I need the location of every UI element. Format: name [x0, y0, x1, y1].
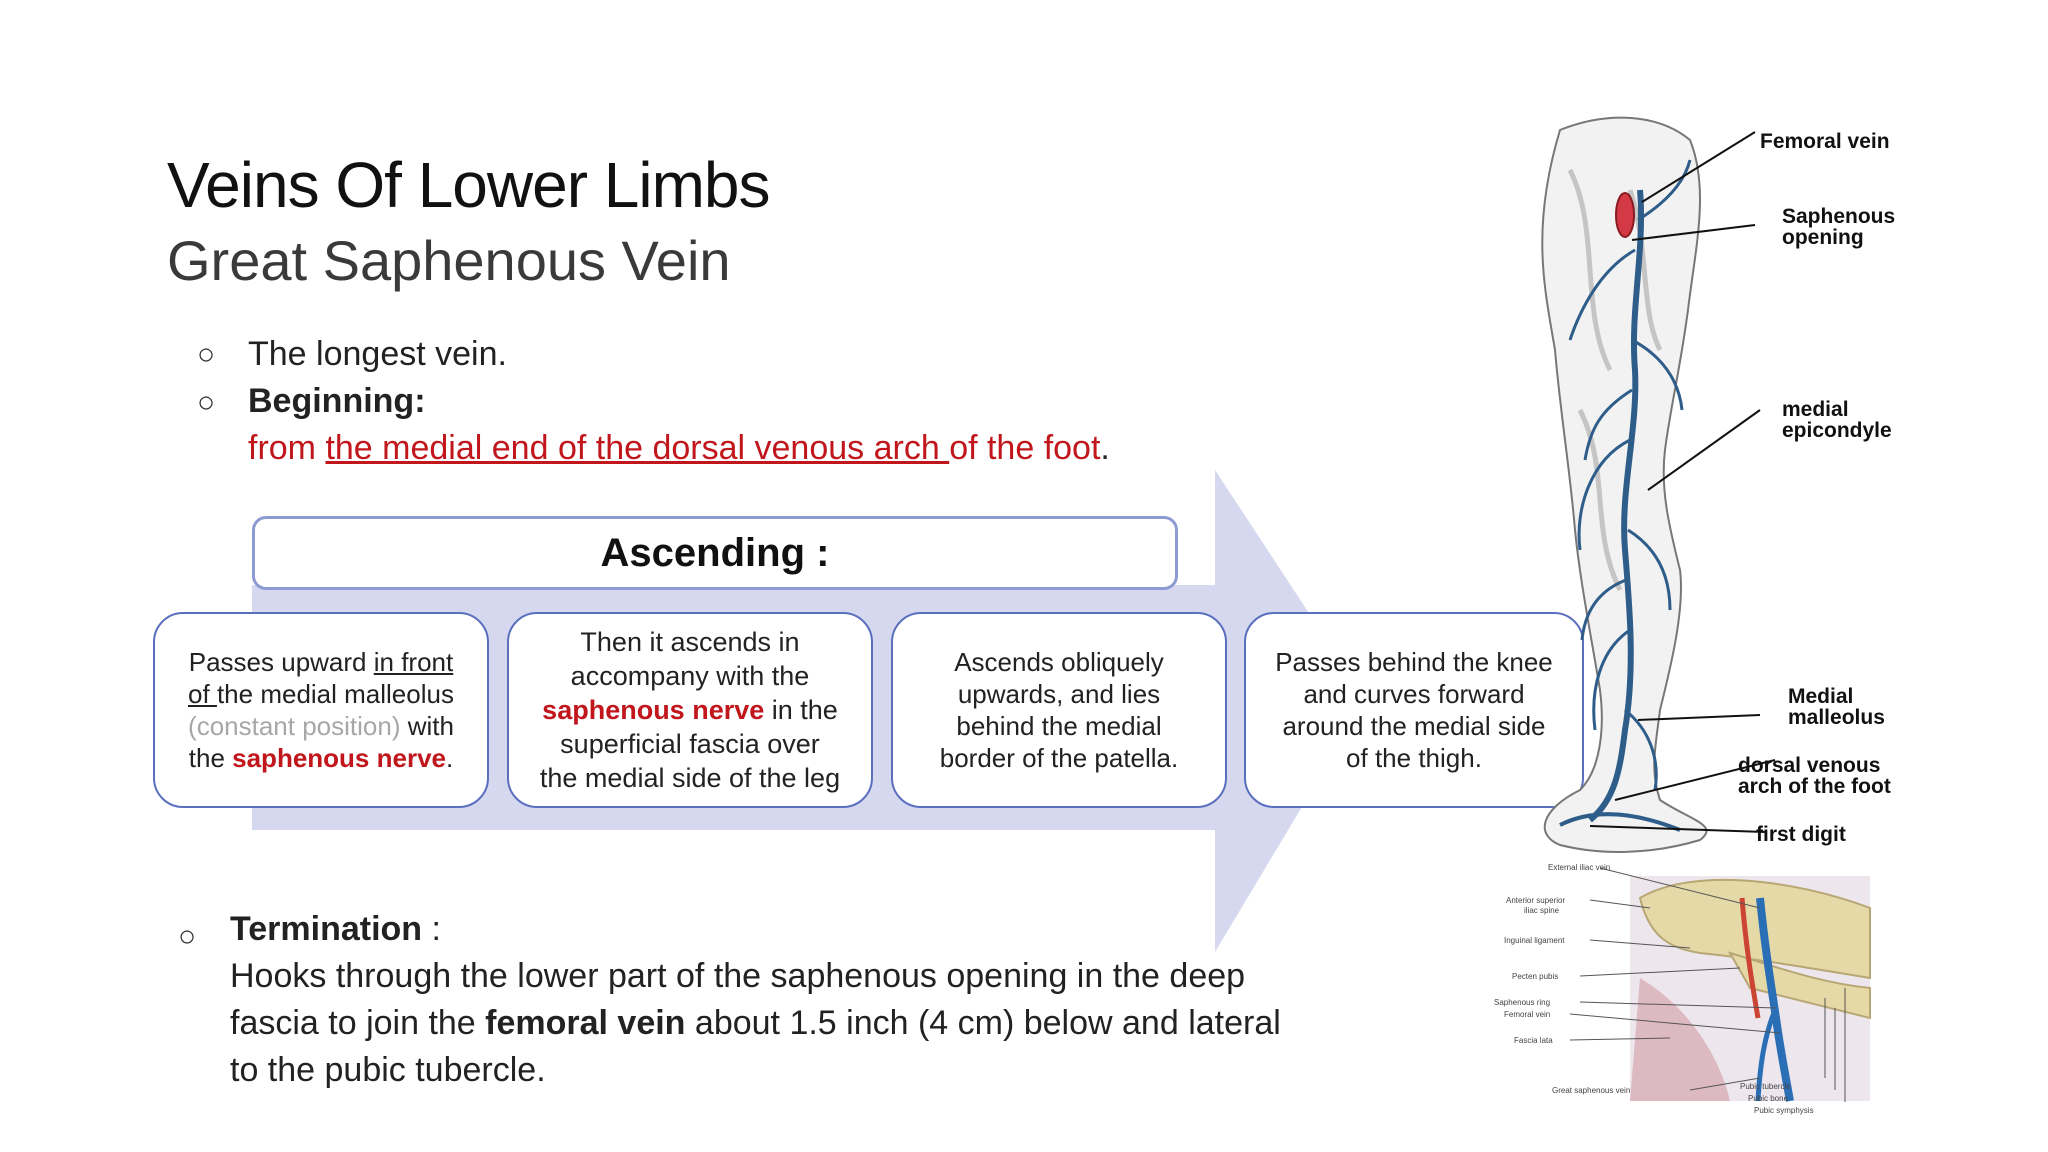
pelvis-label-pubic-symphysis: Pubic symphysis	[1754, 1106, 1814, 1115]
beginning-underlined: the medial end of the dorsal venous arch	[325, 429, 950, 467]
step-1-text: Passes upward in front of the medial mal…	[188, 647, 454, 773]
termination-line-3: to the pubic tubercle.	[230, 1051, 546, 1089]
step-card-1: Passes upward in front of the medial mal…	[153, 612, 489, 808]
leg-vein-illustration	[1541, 116, 1776, 853]
pelvis-label-ext-iliac: External iliac vein	[1548, 863, 1611, 872]
pelvis-leader-lines	[1569, 867, 1846, 1102]
pelvis-label-fascia: Fascia lata	[1514, 1036, 1553, 1045]
label-femoral-vein: Femoral vein	[1760, 130, 1890, 153]
label-malleolus-2: malleolus	[1788, 706, 1885, 729]
step-card-3: Ascends obliquely upwards, and lies behi…	[891, 612, 1227, 808]
pelvis-label-asis-2: iliac spine	[1524, 906, 1560, 915]
bullet-marker: ○	[197, 386, 216, 419]
great-saphenous-vein-small	[1755, 1006, 1779, 1102]
pelvis-label-fem-vein: Femoral vein	[1504, 1010, 1551, 1019]
pelvis-label-asis-1: Anterior superior	[1506, 896, 1566, 905]
bullet-beginning-label: Beginning:	[248, 382, 426, 420]
beginning-description: from the medial end of the dorsal venous…	[248, 425, 1110, 471]
label-medial-2: epicondyle	[1782, 419, 1892, 442]
saphenous-opening-mark	[1615, 192, 1635, 238]
step-4-text: Passes behind the knee and curves forwar…	[1275, 647, 1553, 773]
label-saphenous-1: Saphenous	[1782, 205, 1896, 228]
bullet-marker: ○	[197, 338, 216, 371]
beginning-pre: from	[248, 429, 326, 467]
slide-subtitle: Great Saphenous Vein	[167, 229, 731, 292]
ascending-header: Ascending :	[252, 516, 1178, 590]
label-saphenous-2: opening	[1782, 226, 1864, 249]
label-first-digit: first digit	[1756, 823, 1846, 846]
step-3-text: Ascends obliquely upwards, and lies behi…	[939, 647, 1179, 773]
pelvis-label-saph-ring: Saphenous ring	[1494, 998, 1551, 1007]
great-saphenous-vein	[1588, 189, 1645, 823]
label-malleolus-1: Medial	[1788, 685, 1854, 708]
beginning-period: .	[1100, 429, 1110, 467]
femoral-artery	[1739, 897, 1761, 1019]
slide-title: Veins Of Lower Limbs	[167, 149, 770, 221]
leader-lines	[1589, 131, 1776, 833]
step-2-text: Then it ascends in accompany with the sa…	[539, 627, 841, 793]
beginning-post: of the foot	[949, 429, 1101, 467]
pelvis-label-gsv: Great saphenous vein	[1552, 1086, 1631, 1095]
thigh-muscle	[1630, 978, 1730, 1101]
label-dorsal-1: dorsal venous	[1738, 754, 1881, 777]
bullet-longest: The longest vein.	[248, 335, 507, 373]
leg-shading	[1567, 168, 1663, 592]
tributary-veins	[1568, 159, 1692, 791]
dorsal-venous-arch	[1559, 812, 1681, 832]
pelvis-label-pubic-bone: Pubic bone	[1748, 1094, 1789, 1103]
pelvis-label-pubic-tubercle: Pubic tubercle	[1740, 1082, 1791, 1091]
termination-line-2: fascia to join the femoral vein about 1.…	[230, 1004, 1281, 1042]
label-dorsal-2: arch of the foot	[1738, 775, 1891, 798]
bullet-marker: ○	[178, 920, 197, 953]
label-medial-1: medial	[1782, 398, 1849, 421]
termination-line-1: Hooks through the lower part of the saph…	[230, 957, 1246, 995]
pelvis-label-pecten: Pecten pubis	[1512, 972, 1559, 981]
femoral-vein	[1756, 897, 1794, 1102]
pelvis-illustration	[1569, 867, 1871, 1102]
iliac-bone	[1638, 878, 1871, 980]
pelvis-label-inguinal: Inguinal ligament	[1504, 936, 1565, 945]
step-card-4: Passes behind the knee and curves forwar…	[1244, 612, 1584, 808]
termination-label: Termination :	[230, 910, 441, 948]
step-card-2: Then it ascends in accompany with the sa…	[507, 612, 873, 808]
